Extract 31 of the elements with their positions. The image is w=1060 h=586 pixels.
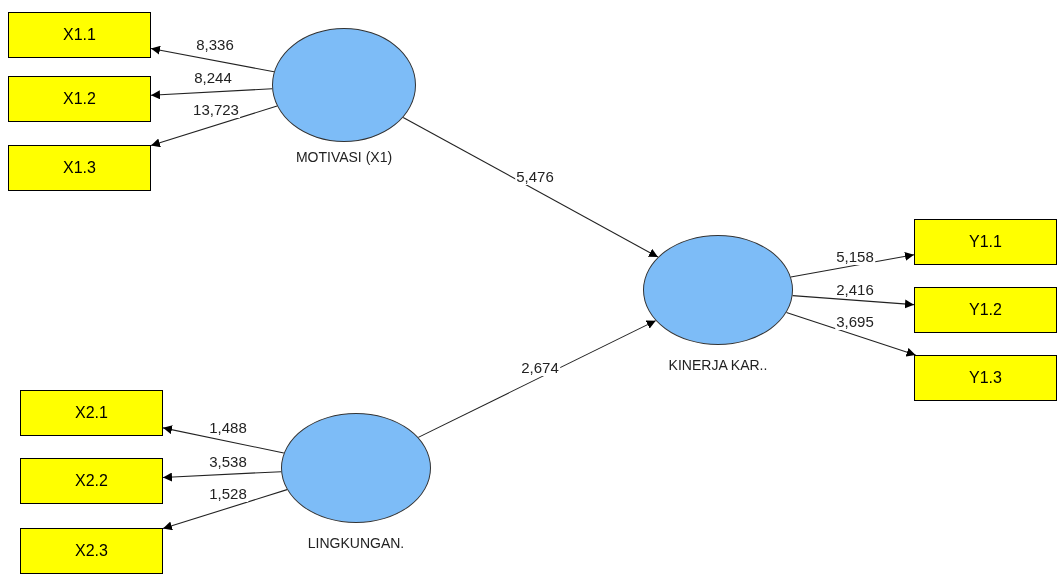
arrow	[162, 471, 282, 482]
indicator-box: Y1.1	[914, 219, 1057, 265]
arrow	[150, 45, 275, 73]
edge-label: 8,244	[193, 70, 233, 86]
arrow	[792, 295, 915, 309]
arrow	[162, 425, 285, 454]
variable-label: MOTIVASI (X1)	[295, 149, 393, 165]
indicator-box: X2.2	[20, 458, 163, 504]
edge-label: 5,158	[835, 249, 875, 265]
indicator-box: Y1.2	[914, 287, 1057, 333]
indicator-box: X1.1	[8, 12, 151, 58]
variable-label: LINGKUNGAN.	[307, 535, 405, 551]
edge-label: 1,488	[208, 420, 248, 436]
edge-label: 1,528	[208, 486, 248, 502]
edge-label: 3,695	[835, 314, 875, 330]
indicator-box: X2.1	[20, 390, 163, 436]
indicator-box: X1.3	[8, 145, 151, 191]
indicator-box: X1.2	[8, 76, 151, 122]
edge-label: 5,476	[515, 169, 555, 185]
arrow	[162, 489, 288, 531]
arrow	[150, 88, 273, 100]
arrow	[417, 320, 657, 438]
edge-label: 2,416	[835, 282, 875, 298]
variable-label: KINERJA KAR..	[668, 357, 768, 373]
edge-label: 13,723	[192, 102, 240, 118]
edge-label: 8,336	[195, 37, 235, 53]
edge-label: 3,538	[208, 454, 248, 470]
edge-label: 2,674	[520, 360, 560, 376]
indicator-box: Y1.3	[914, 355, 1057, 401]
indicator-box: X2.3	[20, 528, 163, 574]
arrow	[150, 105, 278, 148]
